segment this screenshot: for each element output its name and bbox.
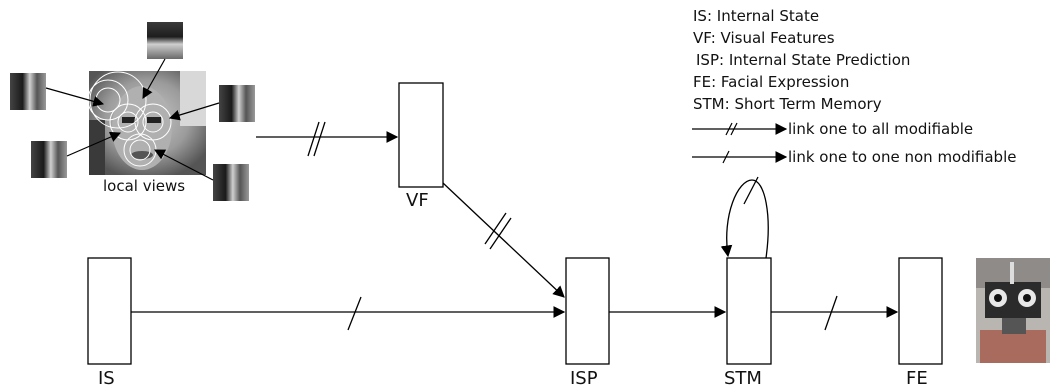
link-vf-to-isp xyxy=(442,182,565,298)
node-fe-label: FE xyxy=(906,368,928,387)
link-stm-to-fe-tick xyxy=(824,295,838,331)
node-isp-box xyxy=(565,257,610,365)
robot-photo-wires xyxy=(980,330,1046,363)
node-is-box xyxy=(87,257,132,365)
robot-right-pupil xyxy=(1023,294,1031,302)
local-view-patch-left-bottom xyxy=(31,141,67,178)
face-photo-background-light xyxy=(180,71,206,126)
local-view-patch-right xyxy=(219,85,255,122)
local-view-patch-top xyxy=(147,22,183,59)
link-image-to-vf-tick-1 xyxy=(307,121,320,157)
node-is-label: IS xyxy=(98,368,115,387)
legend-line-fe: FE: Facial Expression xyxy=(693,73,849,91)
link-image-to-vf-tick-2 xyxy=(313,121,326,157)
node-stm-label: STM xyxy=(724,368,762,387)
robot-mouth xyxy=(1002,318,1026,334)
legend-non-modifiable-label: link one to one non modifiable xyxy=(788,148,1016,166)
robot-head-image xyxy=(976,258,1050,363)
node-vf-box xyxy=(398,82,444,188)
link-vf-to-isp-tick-1 xyxy=(484,212,507,245)
robot-mast xyxy=(1010,262,1014,284)
legend: IS: Internal State VF: Visual Features I… xyxy=(692,7,1016,166)
node-fe-box xyxy=(898,257,943,365)
node-vf-label: VF xyxy=(406,190,429,211)
legend-line-stm: STM: Short Term Memory xyxy=(693,95,882,113)
node-isp-label: ISP xyxy=(570,368,598,387)
local-view-patch-left-top xyxy=(10,73,46,110)
legend-line-isp: ISP: Internal State Prediction xyxy=(696,51,910,69)
face-image-group: local views xyxy=(10,22,255,201)
link-stm-self-loop-tick xyxy=(743,176,759,205)
left-eye xyxy=(122,117,136,123)
links xyxy=(131,121,899,331)
legend-line-is: IS: Internal State xyxy=(693,7,819,25)
local-view-pointers xyxy=(45,58,220,181)
nodes xyxy=(87,82,943,365)
legend-line-vf: VF: Visual Features xyxy=(693,29,835,47)
legend-non-modifiable-sample xyxy=(692,150,788,164)
right-eye xyxy=(147,117,161,123)
link-vf-to-isp-tick-2 xyxy=(489,217,512,250)
robot-left-pupil xyxy=(994,294,1002,302)
legend-modifiable-sample xyxy=(692,122,788,136)
legend-modifiable-label: link one to all modifiable xyxy=(788,120,973,138)
node-stm-box xyxy=(726,257,772,365)
face-photo-background-dark xyxy=(89,120,105,175)
local-views-label: local views xyxy=(103,177,185,195)
link-stm-self-loop xyxy=(720,179,769,259)
link-is-to-isp-tick xyxy=(347,296,362,331)
local-view-patch-bottom-right xyxy=(213,164,249,201)
